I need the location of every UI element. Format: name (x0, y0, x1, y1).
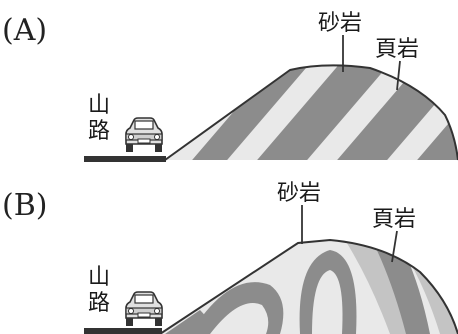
shale-band (400, 65, 458, 160)
sandstone-label-b: 砂岩 (277, 181, 321, 206)
panel-b: (B) 山 路 (2, 181, 458, 334)
panel-b-label: (B) (2, 188, 47, 223)
car-icon (125, 117, 163, 152)
shale-band (372, 240, 430, 334)
road-a (84, 156, 166, 162)
panel-a-label: (A) (2, 13, 47, 48)
road-label-bottom: 路 (88, 119, 110, 144)
shale-label-a: 頁岩 (375, 37, 419, 62)
shale-band (175, 65, 330, 160)
road-label-bottom: 路 (88, 291, 110, 316)
shale-band (165, 310, 212, 334)
car-icon (125, 291, 163, 326)
road-label-top: 山 (88, 265, 110, 290)
hill-b (159, 238, 458, 334)
shale-label-b: 頁岩 (372, 207, 416, 232)
sandstone-label-a: 砂岩 (318, 11, 362, 36)
shale-band (240, 65, 410, 160)
panel-a: (A) 山 路 (2, 11, 458, 162)
road-label-top: 山 (88, 93, 110, 118)
road-b (84, 328, 162, 334)
